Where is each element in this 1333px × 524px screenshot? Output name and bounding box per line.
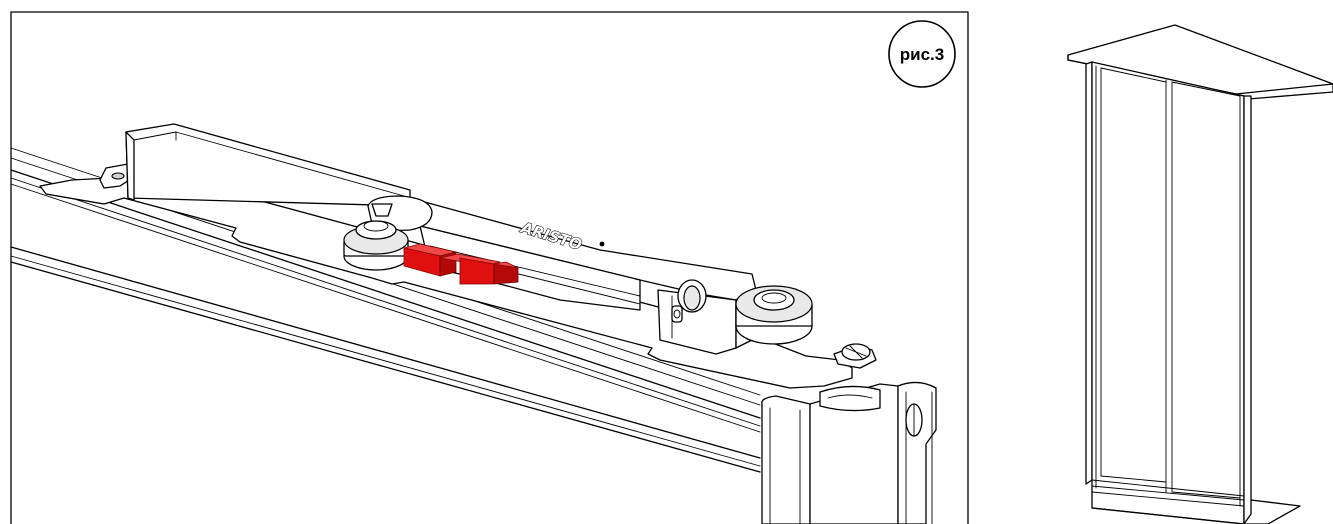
vertical-handle-profile bbox=[761, 381, 937, 524]
mounting-screw bbox=[833, 343, 877, 369]
bottom-rail bbox=[1091, 479, 1245, 524]
left-roller bbox=[343, 203, 409, 271]
front-roller bbox=[735, 285, 813, 345]
detail-frame bbox=[10, 11, 969, 524]
red-stopper-mechanism bbox=[403, 243, 519, 285]
brand-dot bbox=[599, 241, 605, 247]
figure-label-text: рис.3 bbox=[900, 45, 944, 64]
sliding-door-left bbox=[1095, 65, 1167, 489]
wardrobe-overview bbox=[1067, 24, 1333, 524]
figure-label-badge: рис.3 bbox=[888, 20, 956, 88]
rear-housing bbox=[125, 123, 411, 207]
wardrobe-left-side bbox=[1085, 61, 1093, 485]
wardrobe-right-side bbox=[1243, 95, 1252, 524]
sliding-door-right bbox=[1171, 81, 1241, 507]
detail-view-rail-mechanism: рис.3 AR bbox=[10, 11, 969, 524]
wardrobe-front bbox=[1091, 61, 1245, 524]
figure-label-circle bbox=[888, 20, 956, 88]
